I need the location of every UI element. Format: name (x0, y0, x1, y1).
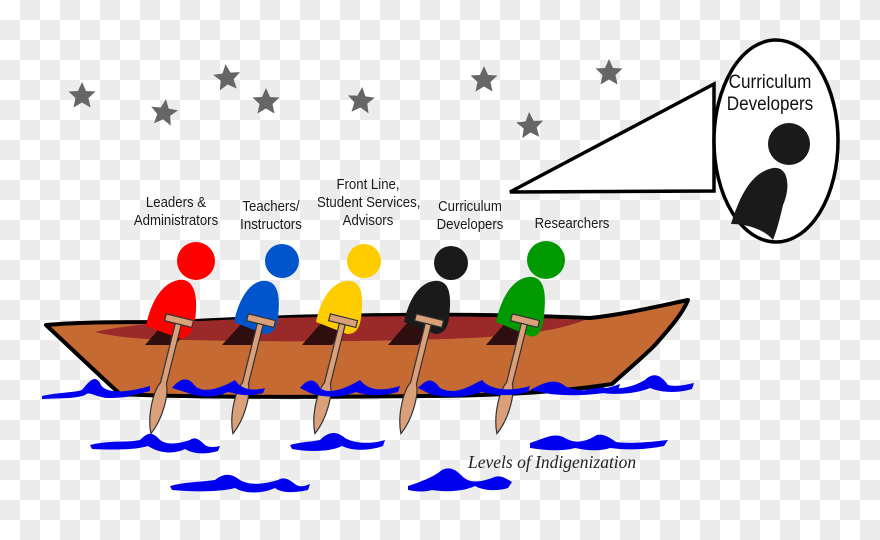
paddle (399, 313, 445, 436)
waves-lower (90, 433, 668, 493)
star-icon (595, 59, 623, 85)
star-icon (346, 85, 376, 114)
label-researchers: Researchers (534, 215, 610, 232)
stars (68, 59, 623, 139)
diagram-caption: Levels of Indigenization (468, 452, 637, 472)
star-icon (470, 66, 498, 92)
star-icon (212, 62, 242, 91)
label-leaders: Leaders & Administrators (133, 194, 219, 229)
zoom-bubble-label: Curriculum Developers (726, 72, 814, 115)
paddle (149, 313, 195, 436)
canoe (44, 298, 690, 399)
zoomed-body (731, 167, 788, 240)
star-icon (149, 97, 180, 127)
paddles (149, 313, 541, 436)
label-curriculum-developers: Curriculum Developers (436, 198, 504, 233)
star-icon (252, 88, 280, 114)
zoomed-head (768, 123, 810, 165)
star-icon (515, 111, 545, 139)
waves-front (82, 379, 620, 398)
label-teachers: Teachers/ Instructors (240, 198, 302, 233)
zoom-callout (509, 38, 840, 244)
label-front-line: Front Line, Student Services, Advisors (316, 176, 421, 229)
star-icon (68, 82, 96, 108)
